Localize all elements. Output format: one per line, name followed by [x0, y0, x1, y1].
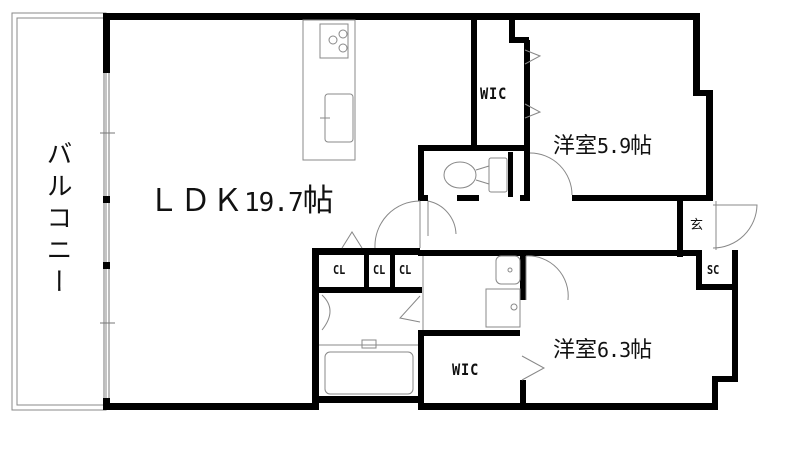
western-room-1-size: 5.9	[597, 134, 631, 158]
closet-2-label: CL	[373, 263, 386, 277]
western-room-2-unit: 帖	[630, 338, 653, 363]
ldk-name: ＬＤＫ	[148, 183, 244, 219]
genkan-label: 玄	[690, 218, 704, 233]
western-room-2-label: 洋室6.3帖	[553, 340, 652, 362]
balcony-window	[100, 72, 115, 398]
western-room-1-unit: 帖	[630, 134, 653, 159]
balcony-label: バルコニー	[42, 140, 72, 300]
shoe-closet-label: SC	[707, 263, 720, 277]
kitchen-counter	[302, 19, 356, 161]
wic-1-label: WIC	[480, 84, 508, 103]
western-room-2-name: 洋室	[553, 338, 598, 363]
western-room-1-name: 洋室	[553, 134, 598, 159]
wic-2-label: WIC	[452, 360, 480, 379]
walls	[103, 13, 738, 410]
ldk-label: ＬＤＫ19.7帖	[148, 186, 335, 217]
western-room-1-label: 洋室5.9帖	[553, 136, 652, 158]
ldk-unit: 帖	[302, 183, 335, 219]
western-room-2-size: 6.3	[597, 338, 631, 362]
closet-3-label: CL	[399, 263, 412, 277]
doors	[341, 49, 758, 381]
ldk-size: 19.7	[244, 188, 304, 218]
toilet-fixture	[443, 157, 508, 193]
closet-1-label: CL	[333, 263, 346, 277]
bath-fixtures	[319, 294, 418, 395]
balcony-outline	[11, 12, 107, 411]
washroom-fixtures	[485, 255, 521, 328]
